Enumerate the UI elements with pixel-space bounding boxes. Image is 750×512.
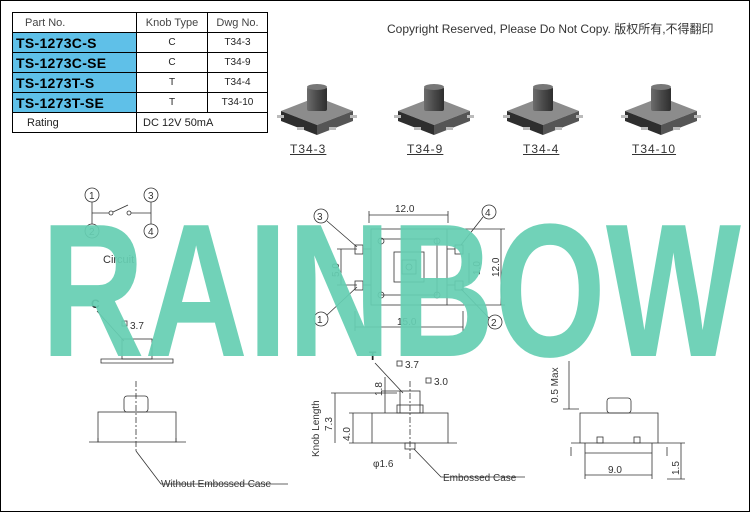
circuit-pin-4: 4 (148, 227, 154, 238)
dim-pin-pitch: 9.0 (608, 465, 622, 476)
rating-label: Rating (12, 112, 137, 133)
product-label: T34-3 (290, 142, 327, 156)
side-view-without-embossed: Without Embossed Case (89, 381, 288, 490)
rating-value: DC 12V 50mA (136, 112, 268, 133)
dim-top-width: 12.0 (395, 204, 415, 215)
callout-without-embossed: Without Embossed Case (161, 479, 271, 490)
circuit-pin-1: 1 (89, 191, 95, 202)
product-label: T34-9 (407, 142, 444, 156)
dim-knob-height: 1.8 (374, 382, 385, 396)
part-number: TS-1273T-SE (12, 92, 137, 113)
part-number: TS-1273T-S (12, 72, 137, 93)
side-view-right: 0.5 Max 9.0 1.5 (550, 361, 685, 480)
top-view: 12.0 3 4 1 2 5.0 12.0 1.0 (313, 204, 505, 331)
side-view-t-knob: T 3.7 3.0 1.8 7.3 4.0 Knob Length φ1.6 E… (311, 349, 525, 484)
dim-boss: φ1.6 (373, 459, 394, 470)
dim-total-height: 7.3 (324, 417, 335, 431)
product-label: T34-10 (632, 142, 677, 156)
svg-text:4: 4 (485, 208, 491, 219)
dim-pin-height: 1.5 (671, 461, 682, 475)
table-row: TS-1273C-SE C T34-9 (12, 52, 268, 73)
dim-max-height: 0.5 Max (550, 367, 561, 403)
dim-left-height: 5.0 (331, 263, 342, 277)
t-knob-dimension: 3.7 (405, 360, 419, 371)
t-knob-label: T (369, 349, 377, 363)
circuit-pin-2: 2 (89, 227, 95, 238)
rating-row: Rating DC 12V 50mA (12, 112, 268, 133)
circuit-label: Circuit (103, 254, 134, 266)
callout-embossed: Embossed Case (443, 473, 517, 484)
circuit-pin-3: 3 (148, 191, 154, 202)
svg-text:1: 1 (317, 315, 323, 326)
circuit-schematic: 1 2 3 4 Circuit (84, 187, 159, 266)
svg-text:2: 2 (491, 318, 497, 329)
t-base-dimension: 3.0 (434, 377, 448, 388)
product-label: T34-4 (523, 142, 560, 156)
c-knob-side-view: C 3.7 (91, 297, 174, 364)
c-knob-dimension: 3.7 (130, 321, 144, 332)
dim-right-height: 12.0 (491, 257, 502, 277)
dim-bottom-width: 15.0 (397, 317, 417, 328)
knob-length-label: Knob Length (311, 400, 322, 457)
svg-text:3: 3 (317, 212, 323, 223)
spec-table: Part No. Knob Type Dwg No. TS-1273C-S C … (12, 12, 268, 133)
part-number: TS-1273C-SE (12, 52, 137, 73)
dim-body-height: 4.0 (342, 427, 353, 441)
copyright-notice: Copyright Reserved, Please Do Not Copy. … (387, 22, 714, 36)
dim-inner-right: 1.0 (472, 261, 483, 275)
c-knob-label: C (91, 297, 100, 311)
